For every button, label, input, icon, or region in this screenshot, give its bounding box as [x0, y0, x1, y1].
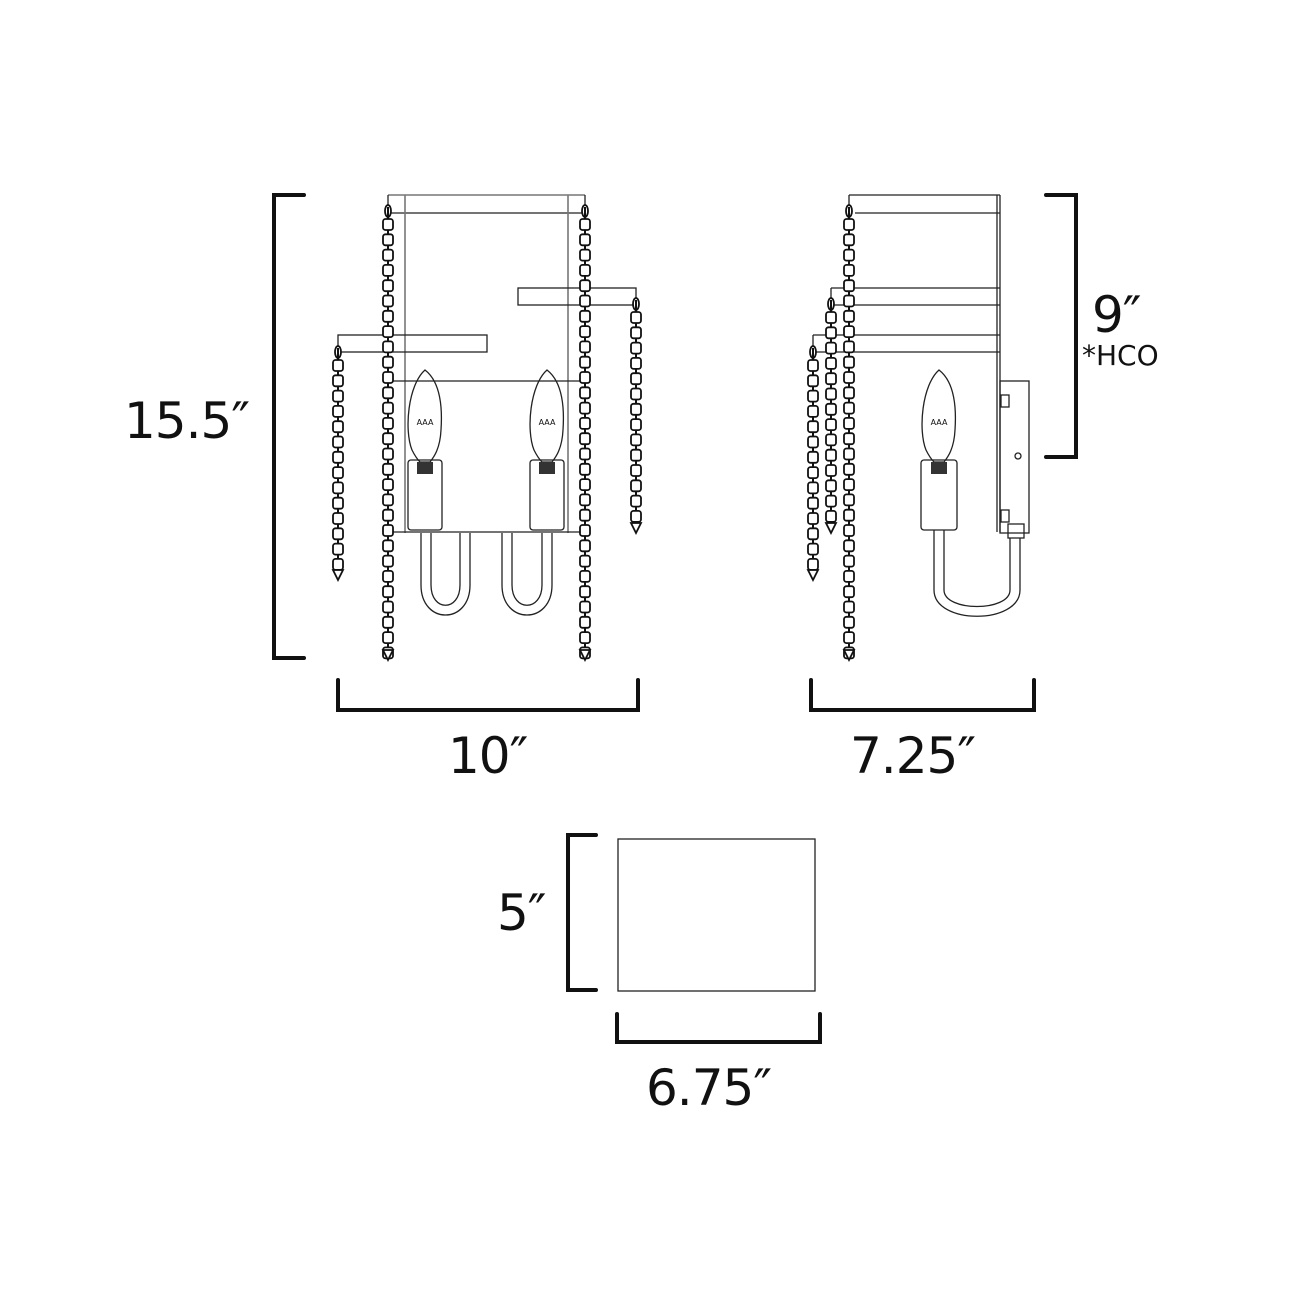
side-chain-1 [806, 345, 820, 583]
depth-dimension-bracket [809, 678, 1036, 712]
front-chain-inner-left [381, 204, 395, 663]
backplate-view [566, 833, 822, 1044]
width-dimension-label: 10″ [448, 727, 528, 785]
side-view: AAA [806, 193, 1078, 712]
backplate-height-bracket [566, 833, 598, 992]
svg-text:AAA: AAA [417, 418, 434, 427]
front-bulb-right: AAA [529, 369, 565, 531]
front-u-arms [420, 533, 553, 616]
hco-dimension-label: 9″ [1092, 286, 1141, 344]
backplate-height-label: 5″ [497, 884, 546, 942]
front-frame [337, 194, 637, 533]
side-backplate-mount [999, 380, 1030, 539]
side-bulb: AAA [920, 369, 958, 531]
hco-dimension-bracket [1044, 193, 1078, 459]
front-chain-outer-right [629, 297, 643, 536]
svg-text:AAA: AAA [539, 418, 556, 427]
front-chain-outer-left [331, 345, 345, 583]
hco-note-label: *HCO [1082, 339, 1159, 372]
side-chain-3 [842, 204, 856, 663]
backplate-width-bracket [615, 1012, 822, 1044]
backplate-outline [617, 838, 816, 992]
height-dimension-label: 15.5″ [124, 392, 250, 450]
front-chain-inner-right [578, 204, 592, 663]
height-dimension-bracket [272, 193, 306, 660]
front-bulb-left: AAA [407, 369, 443, 531]
backplate-width-label: 6.75″ [646, 1059, 772, 1117]
width-dimension-bracket [336, 678, 640, 712]
front-view: AAA AAA [272, 193, 643, 712]
side-j-arm [933, 530, 1021, 617]
side-frame [812, 194, 1001, 532]
depth-dimension-label: 7.25″ [850, 727, 976, 785]
side-chain-2 [824, 297, 838, 536]
svg-text:AAA: AAA [931, 418, 948, 427]
